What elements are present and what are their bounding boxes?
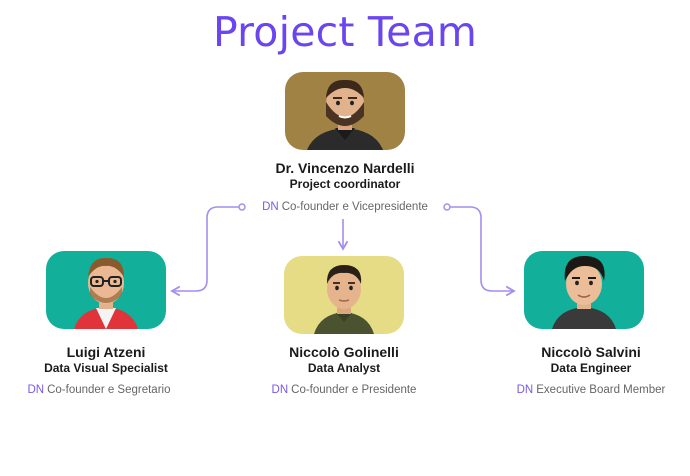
member-tag: DN <box>27 384 45 396</box>
member-role: Data Analyst <box>307 361 381 375</box>
member-card-golinelli <box>284 256 404 334</box>
member-role: Data Visual Specialist <box>44 361 168 375</box>
member-role: Data Engineer <box>550 361 632 375</box>
member-name: Niccolò Golinelli <box>289 344 399 360</box>
member-note-text: Executive Board Member <box>536 384 666 396</box>
member-card-vincenzo <box>285 72 405 150</box>
member-tag: DN <box>516 384 534 396</box>
member-role: Project coordinator <box>289 177 401 191</box>
member-card-salvini <box>524 251 644 329</box>
member-name: Luigi Atzeni <box>66 344 146 360</box>
member-tag: DN <box>262 201 279 213</box>
page-title: Project Team <box>212 8 478 56</box>
member-note-text: Co-founder e Presidente <box>291 384 417 396</box>
man-with-glasses-avatar <box>46 251 166 329</box>
member-note-text: Co-founder e Vicepresidente <box>281 201 428 213</box>
member-note-text: Co-founder e Segretario <box>47 384 171 396</box>
young-man-avatar <box>284 256 404 334</box>
member-tag: DN <box>271 384 289 396</box>
connector-right <box>443 203 516 297</box>
connector-left <box>170 203 246 297</box>
bearded-man-avatar <box>285 72 405 150</box>
dark-hair-man-avatar <box>524 251 644 329</box>
member-name: Dr. Vincenzo Nardelli <box>275 160 415 176</box>
member-name: Niccolò Salvini <box>541 344 641 360</box>
member-card-luigi <box>46 251 166 329</box>
